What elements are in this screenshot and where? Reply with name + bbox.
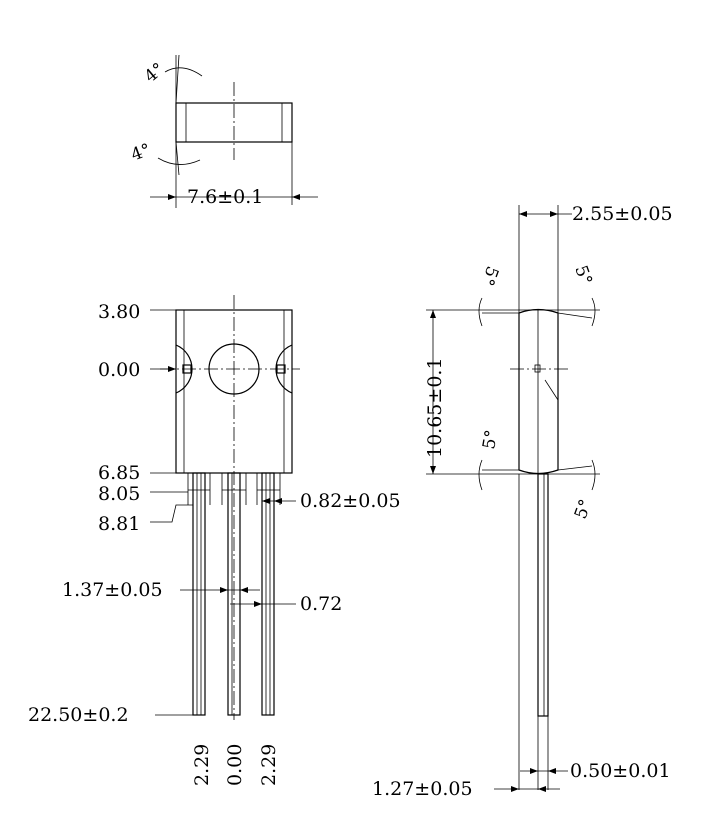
- angle-arc-top-left: [478, 297, 483, 327]
- height-label: 10.65±0.1: [424, 357, 446, 458]
- angle-arc-top: [164, 67, 203, 77]
- arrow-lead-width-a: [262, 498, 270, 504]
- angle-label-top: 4°: [141, 59, 169, 87]
- draft-tr: [557, 312, 593, 319]
- arrow-gap: [254, 601, 262, 607]
- thickness-label: 2.55±0.05: [572, 203, 673, 225]
- arrow-height-bottom: [430, 466, 436, 474]
- angle-arc-bottom-left: [478, 459, 483, 491]
- angle-arc-bottom-right: [591, 459, 596, 491]
- gap-label: 0.72: [300, 593, 342, 615]
- arrow-offset-b: [538, 786, 546, 792]
- y-label-0-00: 0.00: [98, 359, 140, 381]
- lead-left: [192, 472, 206, 716]
- offset-label: 1.27±0.05: [372, 778, 473, 800]
- angle-label-top-right: 5°: [570, 263, 595, 288]
- side-view: 2.55±0.05 10.65±0.1 5° 5° 5° 5° 0.50±0.0…: [372, 203, 673, 800]
- angle-label-bottom-left: 5°: [479, 428, 502, 451]
- arrow-height-top: [430, 310, 436, 318]
- arrow-pitch-b: [240, 587, 248, 593]
- width-dimension-label: 7.6±0.1: [187, 186, 263, 208]
- angle-arc-bottom: [157, 157, 201, 165]
- side-lead: [537, 473, 549, 717]
- x-label-center: 0.00: [224, 744, 246, 786]
- y-label-3-80: 3.80: [98, 301, 140, 323]
- arrow-thickness-right: [550, 211, 558, 217]
- lead-center: [227, 472, 241, 716]
- y-label-8-05: 8.05: [98, 483, 140, 505]
- lead-thickness-label: 0.50±0.01: [570, 760, 671, 782]
- y-label-6-85: 6.85: [98, 462, 140, 484]
- y-label-8-81: 8.81: [98, 513, 140, 535]
- side-notch: [534, 364, 541, 373]
- lead-width-label: 0.82±0.05: [300, 490, 401, 512]
- length-label: 22.50±0.2: [28, 704, 129, 726]
- draft-line-top: [175, 54, 180, 104]
- arrow-pitch-a: [220, 587, 228, 593]
- arrow-lead-thick-a: [530, 768, 538, 774]
- angle-label-top-left: 5°: [477, 263, 502, 288]
- leader-8-81: [150, 504, 193, 523]
- arrow-lead-width-b: [274, 498, 282, 504]
- arrow-width-right: [292, 194, 300, 200]
- draft-br: [557, 465, 593, 471]
- arrow-thickness-left: [519, 211, 527, 217]
- arrow-offset-a: [511, 786, 519, 792]
- angle-arc-top-right: [591, 297, 596, 327]
- draft-line-bottom: [175, 141, 180, 176]
- angle-label-bottom-right: 5°: [571, 497, 596, 522]
- front-view: 3.80 0.00 6.85 8.05 8.81 0.82±0.05 1.37±…: [28, 295, 401, 786]
- x-label-left: 2.29: [191, 744, 213, 786]
- arrow-width-left: [168, 194, 176, 200]
- arrow-0-00: [168, 366, 176, 372]
- lead-right: [261, 472, 275, 716]
- pitch-label: 1.37±0.05: [62, 579, 163, 601]
- x-label-right: 2.29: [258, 744, 280, 786]
- top-view: 4° 4° 7.6±0.1: [128, 54, 318, 208]
- angle-label-bottom: 4°: [128, 140, 153, 165]
- side-slope: [544, 379, 559, 401]
- arrow-lead-thick-b: [548, 768, 556, 774]
